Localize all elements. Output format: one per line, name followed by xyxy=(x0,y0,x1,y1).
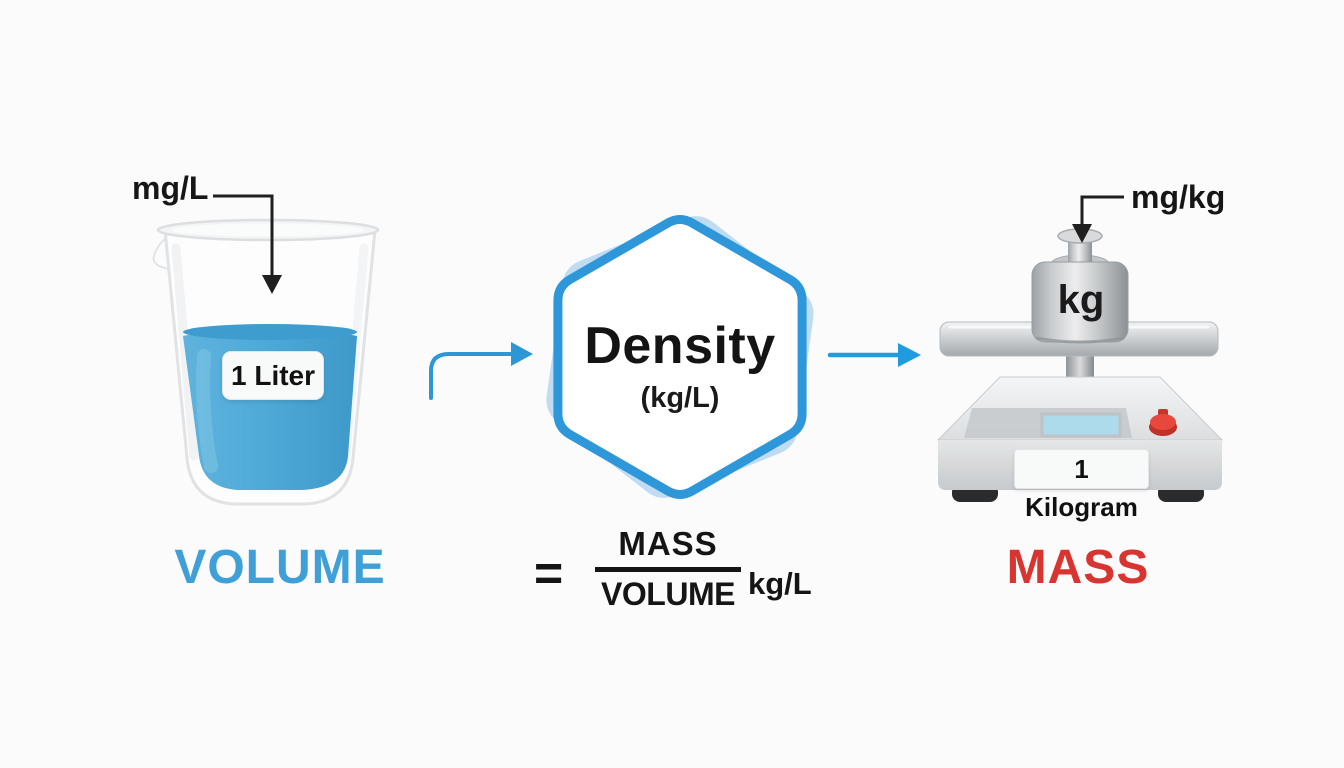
weight-body-bottom-edge xyxy=(1035,336,1125,344)
formula-fraction: MASS VOLUME xyxy=(593,527,743,610)
volume-annotation-arrow xyxy=(213,194,282,294)
formula-numerator: MASS xyxy=(618,525,718,562)
liquid-surface xyxy=(183,324,357,340)
right-arrowhead-icon xyxy=(898,343,921,367)
scale-display-screen xyxy=(1040,412,1122,438)
density-title: Density xyxy=(584,317,776,375)
scale-red-button xyxy=(1150,414,1176,430)
formula-denominator: VOLUME xyxy=(601,576,735,612)
right-arrowhead-icon xyxy=(511,342,533,366)
volume-unit-annotation: mg/L xyxy=(132,170,209,206)
beaker-volume-label: 1 Liter xyxy=(222,351,324,400)
formula-equals: = xyxy=(534,545,564,601)
density-hexagon xyxy=(546,215,814,499)
mass-caption: MASS xyxy=(1006,541,1150,594)
liquid-highlight xyxy=(196,349,218,473)
density-unit: (kg/L) xyxy=(640,382,720,414)
down-arrowhead-icon xyxy=(1072,224,1092,243)
density-hexagon-shadow-outline xyxy=(546,216,814,498)
weight-kg-label: kg xyxy=(1057,278,1105,322)
mass-annotation-arrow xyxy=(1072,195,1124,243)
volume-caption: VOLUME xyxy=(174,541,386,594)
mass-unit-annotation: mg/kg xyxy=(1131,179,1226,215)
beaker-rim-inner xyxy=(171,223,365,237)
flow-arrow-volume-to-density xyxy=(429,342,533,400)
down-arrowhead-icon xyxy=(262,275,282,294)
fraction-bar xyxy=(595,567,741,572)
flow-arrow-density-to-mass xyxy=(827,343,921,367)
formula-unit: kg/L xyxy=(748,566,812,601)
beaker-glass-shading-left xyxy=(171,243,199,461)
density-hexagon-outline xyxy=(553,215,807,499)
scale-mass-label: 1 Kilogram xyxy=(1014,449,1149,522)
